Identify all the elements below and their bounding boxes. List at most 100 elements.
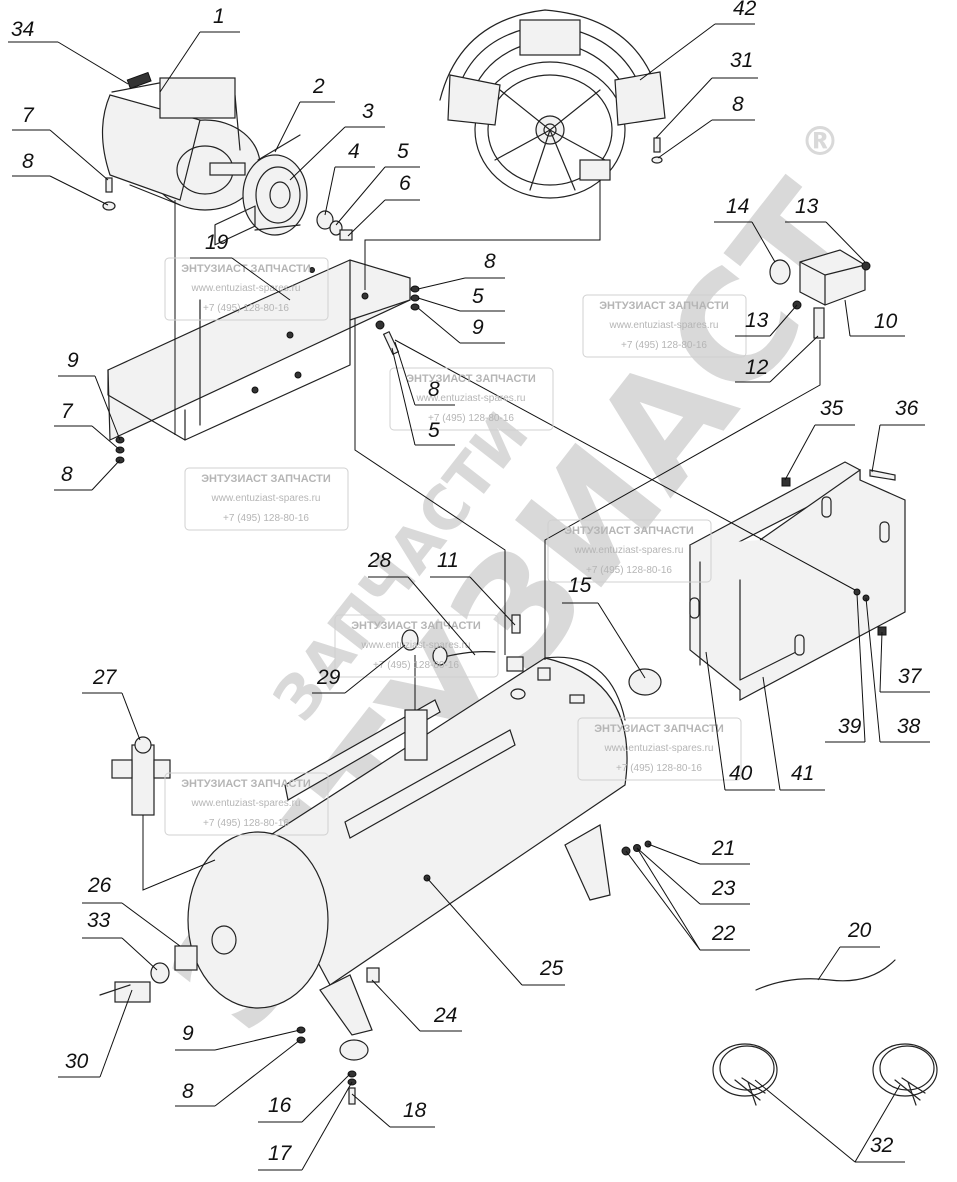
watermark-line: www.entuziast-spares.ru [211, 493, 321, 504]
callout-leader [335, 166, 386, 226]
callout: 19 [190, 231, 291, 301]
watermark-line: ЭНТУЗИАСТ ЗАПЧАСТИ [201, 473, 331, 485]
callout-number: 8 [428, 378, 440, 401]
callout: 18 [351, 1093, 435, 1128]
mounting-frame [107, 205, 411, 441]
callout-leader [754, 1079, 856, 1163]
watermark-line: ЭНТУЗИАСТ ЗАПЧАСТИ [564, 525, 694, 537]
callout-number: 30 [65, 1050, 89, 1073]
watermark-line: www.entuziast-spares.ru [574, 545, 684, 556]
callout: 8 [417, 250, 505, 290]
callout: 31 [655, 49, 758, 139]
watermark-line: ЭНТУЗИАСТ ЗАПЧАСТИ [351, 620, 481, 632]
callout-leader [879, 631, 883, 693]
callout-leader [347, 199, 386, 237]
callout-number: 25 [539, 957, 564, 980]
air-hose [755, 959, 896, 991]
callout-number: 27 [92, 666, 118, 689]
callout-number: 7 [22, 104, 35, 127]
callout-number: 12 [745, 356, 769, 379]
callout-leader [647, 843, 701, 865]
watermark-line: www.entuziast-spares.ru [361, 640, 471, 651]
callout-leader [94, 375, 121, 441]
watermark-line: +7 (495) 128-80-16 [203, 303, 289, 314]
drain-valve [366, 967, 380, 983]
callout: 16 [258, 1073, 351, 1123]
watermark-line: +7 (495) 128-80-16 [621, 340, 707, 351]
watermark-line: ЭНТУЗИАСТ ЗАПЧАСТИ [594, 723, 724, 735]
watermark-line: ЭНТУЗИАСТ ЗАПЧАСТИ [181, 263, 311, 275]
callout: 9 [175, 1022, 301, 1051]
callout-number: 13 [795, 195, 819, 218]
callout: 21 [647, 837, 750, 865]
callout-number: 35 [820, 397, 844, 420]
callout-number: 23 [711, 877, 736, 900]
watermark-line: +7 (495) 128-80-16 [428, 413, 514, 424]
hose-coils [712, 1043, 938, 1106]
callout-leader [49, 175, 109, 206]
callout: 29 [312, 644, 406, 694]
callout-leader [121, 937, 158, 971]
callout-leader [762, 676, 781, 791]
callout-leader [769, 335, 819, 383]
callout: 13 [785, 195, 866, 263]
callout: 11 [430, 549, 516, 626]
callout: 33 [82, 909, 158, 971]
callout: 42 [639, 0, 757, 81]
callout-leader [636, 847, 701, 951]
callout-number: 13 [745, 309, 769, 332]
callout-number: 6 [399, 172, 411, 195]
outlet-fittings [99, 925, 237, 1003]
callout: 9 [58, 349, 121, 441]
callout-number: 28 [367, 549, 392, 572]
callout-number: 11 [437, 549, 459, 572]
callout-number: 29 [316, 666, 341, 689]
callout-number: 9 [472, 316, 484, 339]
callout: 36 [871, 397, 925, 473]
callout-number: 8 [61, 463, 73, 486]
callout-leader [597, 602, 646, 679]
callout: 9 [417, 307, 505, 344]
callout-leader [769, 304, 798, 337]
watermark-box: ЭНТУЗИАСТ ЗАПЧАСТИ www.entuziast-spares.r… [334, 614, 499, 678]
callout-leader [49, 129, 109, 181]
callout-number: 41 [791, 762, 814, 785]
callout-leader [371, 979, 421, 1032]
callout-leader [214, 1039, 301, 1107]
callout-number: 17 [268, 1142, 293, 1165]
callout: 3 [289, 100, 385, 181]
watermark-line: +7 (495) 128-80-16 [373, 660, 459, 671]
watermark-line: www.entuziast-spares.ru [609, 320, 719, 331]
callout: 6 [347, 172, 420, 237]
callout-leader [391, 347, 416, 446]
watermark-line: +7 (495) 128-80-16 [586, 565, 672, 576]
callout: 5 [391, 347, 455, 446]
callout: 12 [735, 335, 819, 383]
callout: 8 [394, 341, 455, 406]
callout-leader [856, 593, 866, 743]
motor-pulley [242, 134, 308, 236]
callout-number: 42 [733, 0, 757, 20]
callout: 26 [82, 874, 181, 947]
callout-number: 10 [874, 310, 898, 333]
callout-leader [324, 166, 336, 216]
callout-number: 5 [472, 285, 484, 308]
callout-number: 21 [711, 837, 735, 860]
callout-number: 9 [67, 349, 79, 372]
callout-number: 24 [433, 1004, 457, 1027]
callout-number: 4 [348, 140, 360, 163]
callout-leader [231, 257, 291, 301]
watermark-line: www.entuziast-spares.ru [604, 743, 714, 754]
watermark-line: www.entuziast-spares.ru [416, 393, 526, 404]
air-receiver-tank [187, 656, 628, 1036]
callout-number: 16 [268, 1094, 292, 1117]
filter-regulator [111, 736, 171, 816]
callout: 20 [817, 919, 880, 981]
compressor-pump [439, 9, 666, 199]
callout-leader [301, 1073, 351, 1123]
callout: 28 [367, 549, 476, 656]
watermark-box: ЭНТУЗИАСТ ЗАПЧАСТИwww.entuziast-spares.r… [164, 772, 329, 836]
callout: 4 [324, 140, 375, 216]
